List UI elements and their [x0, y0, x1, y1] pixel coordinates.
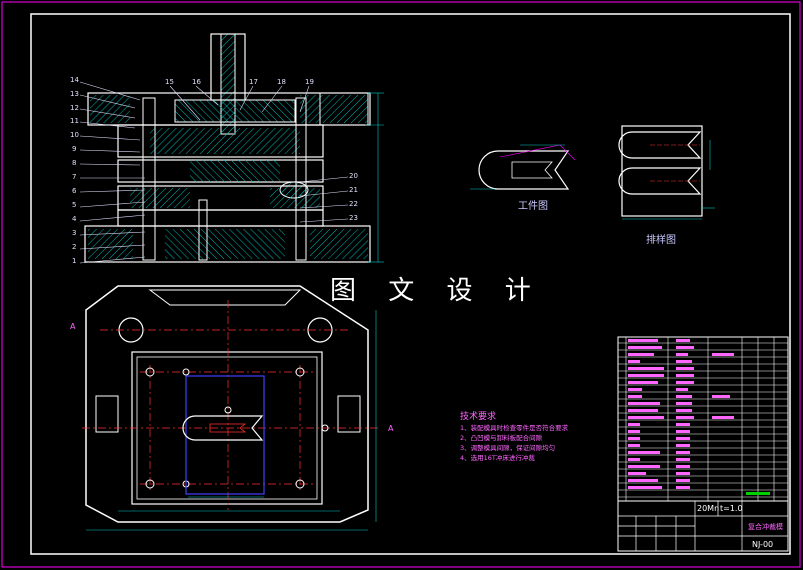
tech-req-title: 技术要求 — [460, 412, 497, 422]
title-block — [617, 500, 789, 552]
strip-layout — [618, 125, 715, 220]
part-number: 3 — [72, 229, 77, 237]
tech-req-item: 4、选用16T冲床进行冲裁 — [460, 454, 535, 462]
title-block-code: NJ-00 — [752, 540, 774, 549]
part-number: 6 — [72, 187, 77, 195]
part-number: 15 — [165, 78, 174, 86]
part-number: 8 — [72, 159, 77, 167]
title-block-material: 20Mn — [697, 504, 720, 513]
bom-table — [617, 336, 789, 502]
part-number: 16 — [192, 78, 201, 86]
title-block-name: 复合冲裁模 — [748, 523, 783, 531]
section-mark-left: A — [70, 322, 76, 331]
part-number: 2 — [72, 243, 77, 251]
plan-view — [82, 285, 378, 531]
part-number: 21 — [349, 186, 358, 194]
workpiece-caption: 工件图 — [518, 201, 548, 212]
part-number: 11 — [70, 117, 79, 125]
part-number: 14 — [70, 76, 79, 84]
tech-req-item: 3、调整模具间隙，保证间隙均匀 — [460, 444, 556, 452]
part-number: 1 — [72, 257, 77, 265]
section-mark-right: A — [388, 424, 394, 433]
part-number: 5 — [72, 201, 77, 209]
part-number: 13 — [70, 90, 79, 98]
part-number: 12 — [70, 104, 79, 112]
inner-frame — [30, 13, 791, 555]
part-number: 18 — [277, 78, 286, 86]
part-number: 22 — [349, 200, 358, 208]
part-number: 19 — [305, 78, 314, 86]
workpiece-drawing — [470, 144, 576, 190]
layout-caption: 排样图 — [646, 235, 676, 246]
title-block-thickness: t=1.0 — [720, 504, 743, 513]
tech-req-item: 2、凸凹模与卸料板配合间隙 — [460, 434, 543, 442]
part-number: 7 — [72, 173, 77, 181]
bom-table-fill — [628, 339, 770, 495]
part-number: 20 — [349, 172, 358, 180]
watermark: 图 文 设 计 — [330, 276, 543, 306]
section-view — [79, 33, 384, 264]
part-number: 10 — [70, 131, 79, 139]
part-number: 17 — [249, 78, 258, 86]
part-number: 9 — [72, 145, 77, 153]
part-number: 23 — [349, 214, 358, 222]
tech-req-item: 1、装配模具时检查零件是否符合要求 — [460, 424, 569, 432]
part-number: 4 — [72, 215, 77, 223]
